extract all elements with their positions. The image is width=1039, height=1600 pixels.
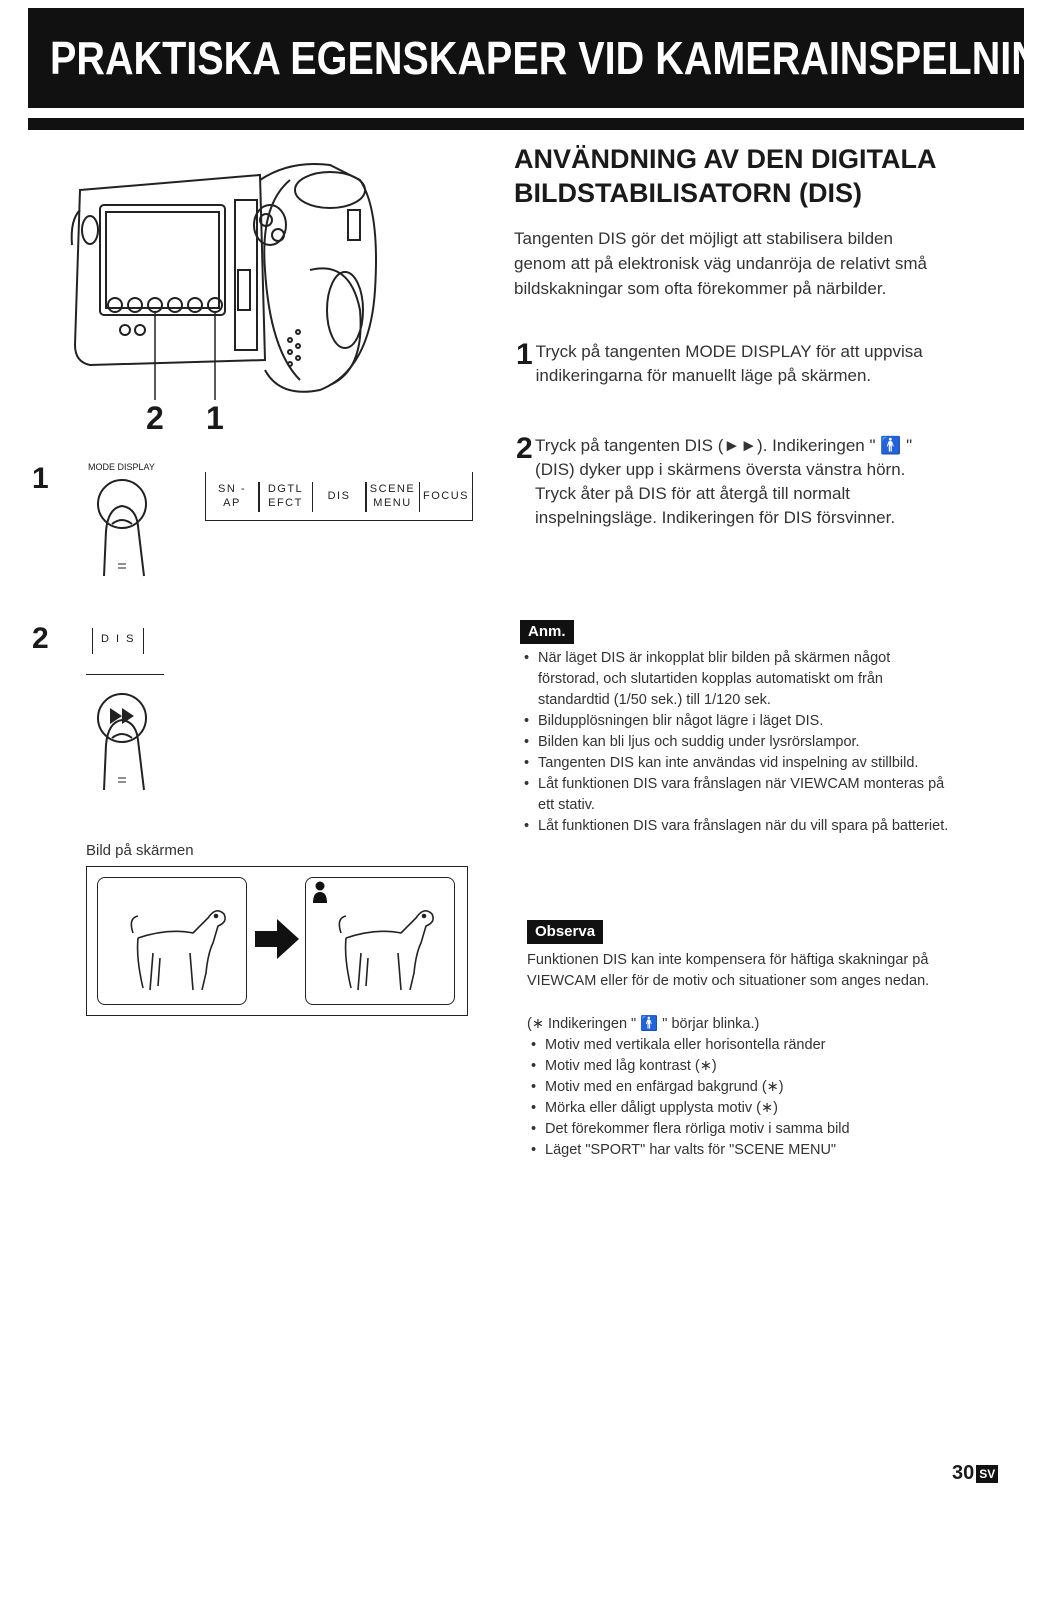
dis-fast-forward-button-icon: [97, 693, 147, 791]
mode-display-button-icon: [97, 479, 147, 577]
instruction-step-1: 1 Tryck på tangenten MODE DISPLAY för at…: [516, 340, 956, 388]
section-heading-line-2: BILDSTABILISATORN (DIS): [514, 178, 862, 208]
screen-comparison-frame: [86, 866, 468, 1016]
figure-step-2-label: 2: [32, 622, 49, 655]
section-heading: ANVÄNDNING AV DEN DIGITALA BILDSTABILISA…: [514, 142, 984, 210]
note-badge: Anm.: [520, 620, 574, 644]
observe-item: Motiv med låg kontrast (∗): [527, 1056, 957, 1077]
menu-item-dis: DIS: [327, 490, 351, 502]
note-item: Bildupplösningen blir något lägre i läge…: [520, 711, 950, 732]
observe-item: Mörka eller dåligt upplysta motiv (∗): [527, 1098, 957, 1119]
page-header: PRAKTISKA EGENSKAPER VID KAMERAINSPELNIN…: [28, 8, 1039, 108]
step-number: 1: [516, 338, 533, 371]
page-title: PRAKTISKA EGENSKAPER VID KAMERAINSPELNIN…: [50, 32, 1039, 84]
menu-item-snap: SN -AP: [218, 483, 246, 509]
observe-list: Motiv med vertikala eller horisontella r…: [527, 1035, 957, 1161]
camcorder-illustration: [70, 163, 377, 400]
observe-item: Läget "SPORT" har valts för "SCENE MENU": [527, 1140, 957, 1161]
callout-2: 2: [146, 400, 164, 436]
dog-icon: [338, 910, 434, 991]
observe-text: Funktionen DIS kan inte kompensera för h…: [527, 952, 930, 989]
note-list: När läget DIS är inkopplat blir bilden p…: [520, 648, 950, 837]
dis-button-label-box: D I S: [86, 626, 164, 675]
dog-icon: [130, 910, 226, 991]
screen-after: [305, 877, 455, 1005]
instruction-step-2: 2 Tryck på tangenten DIS (►►). Indikerin…: [516, 434, 956, 530]
language-badge: SV: [976, 1464, 999, 1483]
step-text: Tryck på tangenten MODE DISPLAY för att …: [535, 342, 923, 385]
observe-asterisk-note: (∗ Indikeringen " 🚹 " börjar blinka.): [527, 1016, 760, 1032]
note-item: När läget DIS är inkopplat blir bilden p…: [520, 648, 950, 711]
step-number: 2: [516, 432, 533, 465]
note-item: Bilden kan bli ljus och suddig under lys…: [520, 732, 950, 753]
page-number-value: 30: [952, 1462, 975, 1484]
mode-display-label: MODE DISPLAY: [88, 462, 155, 472]
step-text: Tryck på tangenten DIS (►►). Indikeringe…: [535, 436, 913, 479]
dis-button-label: D I S: [92, 628, 145, 654]
header-rule: [28, 118, 1024, 130]
step-text: Tryck åter på DIS för att återgå till no…: [535, 484, 896, 527]
note-item: Låt funktionen DIS vara frånslagen när d…: [520, 816, 950, 837]
page-number: 30 SV: [952, 1462, 999, 1485]
menu-item-focus: FOCUS: [423, 490, 469, 502]
figure-step-1-label: 1: [32, 462, 49, 495]
callout-1: 1: [206, 400, 224, 436]
note-item: Låt funktionen DIS vara frånslagen när V…: [520, 774, 950, 816]
section-heading-line-1: ANVÄNDNING AV DEN DIGITALA: [514, 144, 937, 174]
screen-before: [97, 877, 247, 1005]
observe-item: Motiv med en enfärgad bakgrund (∗): [527, 1077, 957, 1098]
observe-badge: Observa: [527, 920, 604, 944]
observe-item: Motiv med vertikala eller horisontella r…: [527, 1035, 957, 1056]
screen-caption: Bild på skärmen: [86, 842, 194, 859]
arrow-right-icon: [255, 919, 299, 959]
note-item: Tangenten DIS kan inte användas vid insp…: [520, 753, 950, 774]
observe-item: Det förekommer flera rörliga motiv i sam…: [527, 1119, 957, 1140]
intro-paragraph: Tangenten DIS gör det möjligt att stabil…: [514, 229, 927, 298]
dis-indicator-icon: [313, 881, 327, 903]
